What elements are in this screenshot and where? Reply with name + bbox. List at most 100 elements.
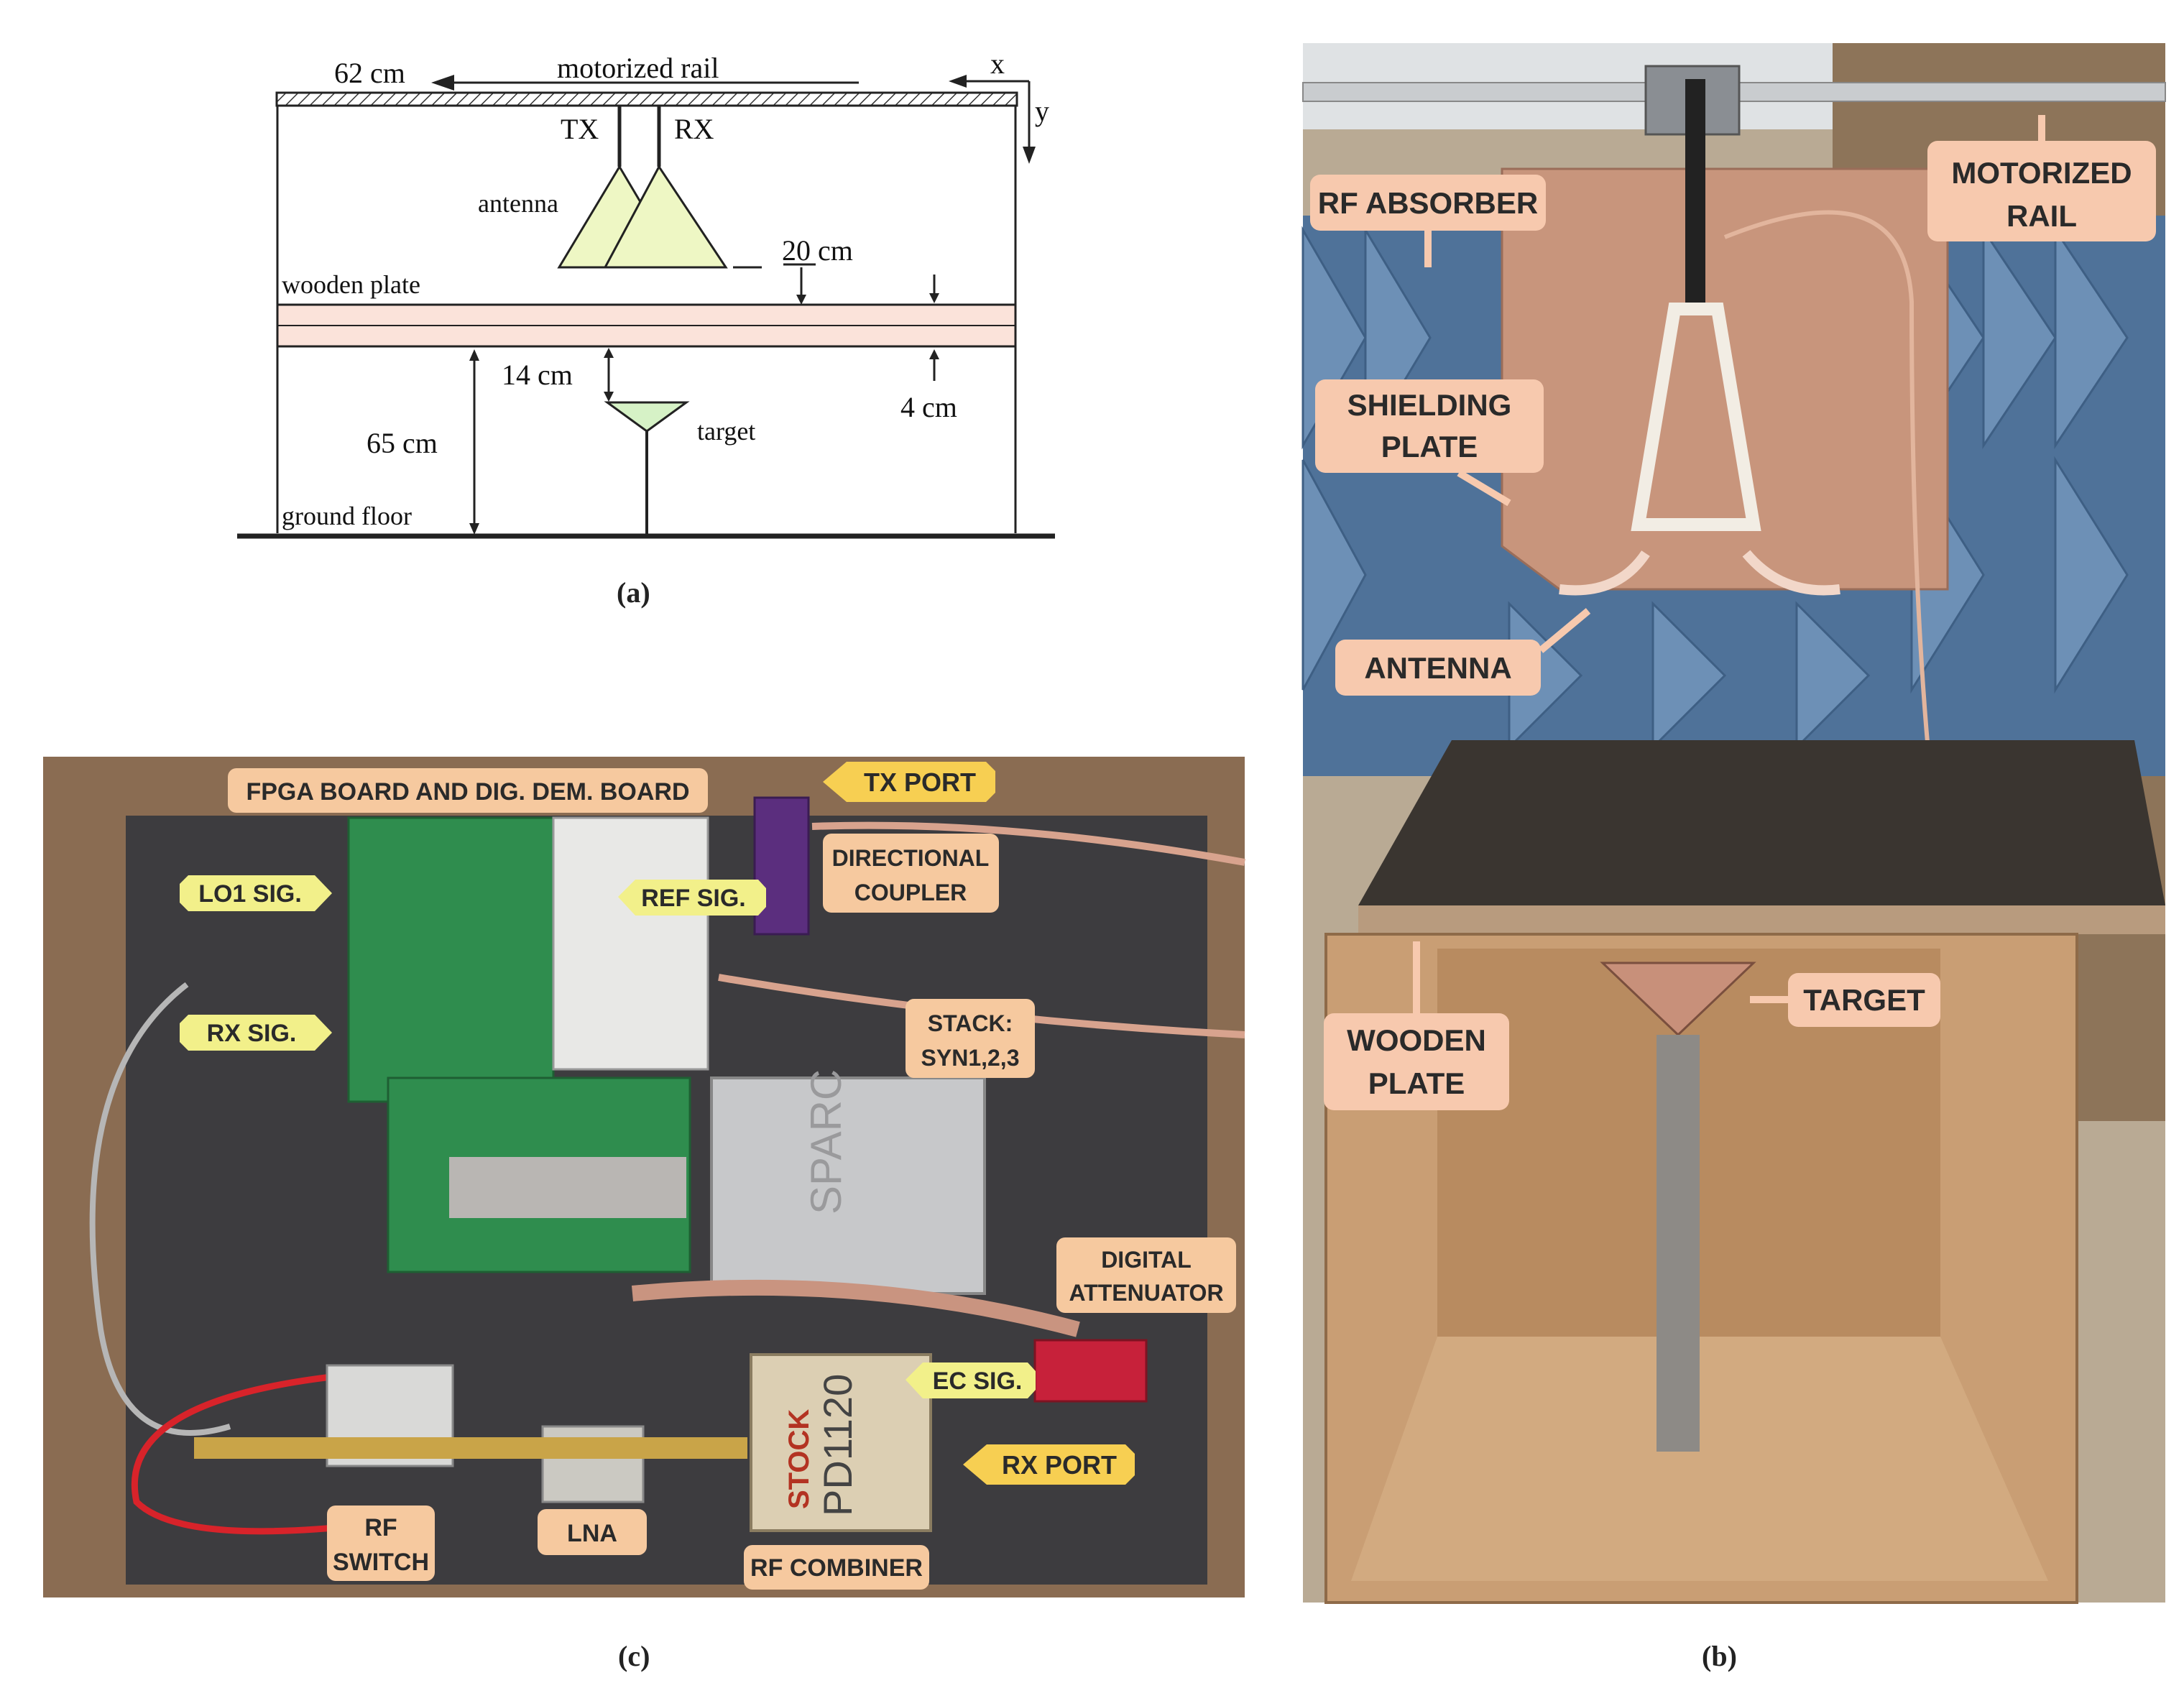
cables-top	[811, 821, 1245, 866]
callout-stack-text-2: SYN1,2,3	[921, 1045, 1020, 1071]
directional-coupler-photo	[753, 796, 810, 936]
callout-wooden-plate	[1324, 1013, 1509, 1110]
callout-shielding-plate-arrow	[1457, 469, 1511, 507]
callout-rx-port	[963, 1444, 1135, 1485]
antenna-blade-left	[1559, 550, 1650, 596]
rail-length-label: 62 cm	[334, 57, 405, 89]
callout-motorized-rail-text-2: RAIL	[2006, 199, 2077, 233]
callout-tx-port	[823, 762, 995, 802]
callout-rf-combiner	[744, 1545, 929, 1590]
callout-fpga	[228, 768, 708, 813]
callout-rx-sig-text: RX SIG.	[207, 1020, 297, 1047]
callout-antenna	[1335, 640, 1541, 696]
callout-directional-coupler-text-2: COUPLER	[854, 880, 967, 905]
wooden-plate-photo	[1358, 740, 2165, 905]
callout-antenna-arrow	[1538, 608, 1591, 653]
plate-thickness-label: 4 cm	[900, 391, 957, 423]
callout-directional-coupler	[823, 834, 999, 913]
callout-rf-absorber	[1310, 175, 1546, 231]
4cm-head-top	[929, 293, 939, 303]
callout-lna	[538, 1509, 647, 1555]
tx-label: TX	[561, 113, 599, 145]
callout-fpga-text: FPGA BOARD AND DIG. DEM. BOARD	[246, 778, 689, 806]
sparc-text: SPARC	[802, 1069, 850, 1214]
sma-chain	[194, 1437, 747, 1459]
dig-dem-board-photo	[552, 816, 709, 1071]
callout-target	[1788, 973, 1940, 1027]
sparc-box	[710, 1076, 986, 1295]
callout-rf-switch-text-1: RF	[364, 1514, 397, 1541]
box-floor	[1351, 1337, 2048, 1581]
20cm-arrow-head	[796, 295, 806, 305]
callout-directional-coupler-text-1: DIRECTIONAL	[832, 845, 990, 871]
axis-x-label: x	[990, 47, 1005, 80]
callout-lo1-sig-text: LO1 SIG.	[198, 880, 302, 908]
rail-bar	[275, 91, 1018, 107]
rf-combiner-photo	[750, 1353, 932, 1532]
callout-antenna-text: ANTENNA	[1364, 651, 1511, 685]
fpga-board-photo	[347, 816, 555, 1103]
antenna-blade-right	[1742, 550, 1840, 596]
wooden-plate-label: wooden plate	[282, 270, 420, 299]
callout-wooden-plate-text-2: PLATE	[1368, 1066, 1465, 1100]
axis-y-label: y	[1035, 95, 1049, 127]
callout-shielding-plate-text-1: SHIELDING	[1347, 388, 1512, 422]
callout-rf-switch-text-2: SWITCH	[333, 1549, 429, 1576]
antenna-gap-label: 20 cm	[782, 234, 853, 267]
callout-ec-sig	[906, 1362, 1036, 1398]
photo-c-panel: SPARC STOCK PD1120	[43, 757, 1245, 1597]
65cm-head-bottom	[469, 523, 479, 535]
ribbon-cable	[449, 1157, 686, 1218]
rail-label: motorized rail	[557, 52, 719, 84]
callout-tx-port-text: TX PORT	[864, 767, 976, 797]
pd1120-text: PD1120	[815, 1374, 860, 1516]
caption-a: (a)	[617, 576, 650, 609]
callout-ref-sig	[618, 880, 766, 916]
callout-rx-port-text: RX PORT	[1002, 1450, 1117, 1480]
callout-ec-sig-text: EC SIG.	[933, 1368, 1023, 1395]
x-axis-head	[949, 75, 967, 88]
antenna-frame-photo	[1631, 303, 1761, 531]
callout-lna-text: LNA	[567, 1520, 617, 1547]
rail-arrow-head	[431, 75, 454, 91]
caption-b: (b)	[1702, 1640, 1737, 1672]
schematic-panel: 62 cm motorized rail x y TX RX antenna 2…	[237, 47, 1055, 539]
14cm-head-bottom	[604, 392, 614, 402]
caption-c: (c)	[618, 1640, 650, 1672]
65cm-head-top	[469, 349, 479, 361]
callout-rx-sig	[180, 1015, 332, 1051]
digital-attenuator-photo	[1033, 1339, 1148, 1403]
4cm-head-bottom	[929, 349, 939, 359]
callout-digital-attenuator-text-1: DIGITAL	[1101, 1247, 1192, 1273]
cable-bundle	[631, 1279, 1080, 1337]
rx-label: RX	[674, 113, 714, 145]
antenna-feed-photo	[1685, 79, 1705, 309]
stock-text: STOCK	[783, 1409, 815, 1509]
target-label: target	[697, 417, 755, 446]
rx-antenna	[603, 165, 728, 269]
callout-motorized-rail-text-1: MOTORIZED	[1951, 156, 2132, 190]
callout-rf-switch	[327, 1506, 435, 1581]
callout-wooden-plate-text-1: WOODEN	[1347, 1023, 1486, 1057]
callout-ref-sig-text: REF SIG.	[641, 885, 745, 912]
callout-shielding-plate	[1315, 379, 1544, 473]
callout-shielding-plate-text-2: PLATE	[1381, 430, 1478, 464]
y-axis-head	[1023, 147, 1036, 164]
photo-c-callouts: FPGA BOARD AND DIG. DEM. BOARD TX PORT D…	[180, 762, 1236, 1590]
callout-rf-combiner-text: RF COMBINER	[750, 1554, 923, 1582]
red-wire	[131, 1373, 432, 1535]
callout-stack	[906, 999, 1035, 1078]
14cm-head-top	[604, 348, 614, 358]
callout-rf-absorber-text: RF ABSORBER	[1318, 186, 1538, 220]
callout-target-text: TARGET	[1803, 983, 1925, 1017]
photo-b-panel	[1301, 43, 2166, 1604]
callout-motorized-rail	[1927, 141, 2156, 241]
callout-lo1-sig	[180, 875, 332, 911]
plate-gap-label: 14 cm	[502, 359, 573, 391]
callout-stack-text-1: STACK:	[928, 1010, 1013, 1036]
callout-digital-attenuator	[1056, 1237, 1236, 1313]
target-pole-photo	[1657, 1035, 1700, 1452]
antenna-label: antenna	[478, 189, 558, 218]
photo-b-callouts: RF ABSORBER MOTORIZED RAIL SHIELDING PLA…	[1310, 115, 2156, 1110]
